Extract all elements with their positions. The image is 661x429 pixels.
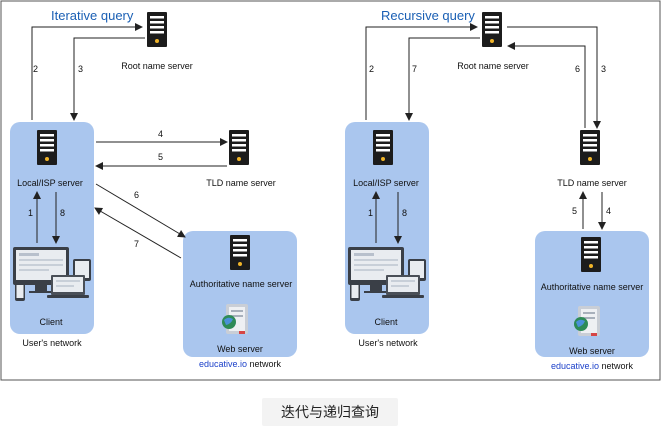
recursive-client-label: Client: [374, 317, 398, 327]
iterative-step-6: 6: [134, 190, 139, 200]
recursive-arrow-2: [365, 23, 478, 120]
iterative-network-label: educative.io network: [199, 359, 282, 369]
recursive-network-brand: educative.io: [551, 361, 599, 371]
iterative-title: Iterative query: [51, 8, 134, 23]
iterative-tld-label: TLD name server: [206, 178, 276, 188]
iterative-step-5: 5: [158, 152, 163, 162]
iterative-local-label: Local/ISP server: [17, 178, 83, 188]
iterative-network-suffix: network: [247, 359, 282, 369]
recursive-auth-server-icon: [581, 237, 601, 272]
iterative-auth-label: Authoritative name server: [190, 279, 293, 289]
iterative-network-brand: educative.io: [199, 359, 247, 369]
iterative-client-label: Client: [39, 317, 63, 327]
iterative-tld-server-icon: [229, 130, 249, 165]
iterative-step-4: 4: [158, 129, 163, 139]
iterative-panel: Iterative query Root name server Local/I…: [10, 8, 297, 369]
recursive-title: Recursive query: [381, 8, 475, 23]
iterative-step-1: 1: [28, 208, 33, 218]
recursive-network-suffix: network: [599, 361, 634, 371]
iterative-auth-network-box: [183, 231, 297, 357]
iterative-arrow-3: [70, 37, 145, 121]
recursive-auth-network-box: [535, 231, 649, 357]
recursive-web-label: Web server: [569, 346, 615, 356]
iterative-arrow-6: [95, 183, 186, 238]
recursive-arrow-3: [507, 26, 601, 129]
recursive-panel: Recursive query Root name server Local/I…: [345, 8, 649, 371]
recursive-auth-label: Authoritative name server: [541, 282, 644, 292]
recursive-arrow-6: [507, 42, 586, 128]
recursive-users-network-label: User's network: [358, 338, 418, 348]
recursive-step-4: 4: [606, 206, 611, 216]
recursive-step-6: 6: [575, 64, 580, 74]
iterative-web-label: Web server: [217, 344, 263, 354]
recursive-root-server-icon: [482, 12, 502, 47]
iterative-auth-server-icon: [230, 235, 250, 270]
recursive-network-label: educative.io network: [551, 361, 634, 371]
iterative-arrow-2: [31, 23, 143, 120]
iterative-root-label: Root name server: [121, 61, 193, 71]
recursive-tld-label: TLD name server: [557, 178, 627, 188]
iterative-root-server-icon: [147, 12, 167, 47]
recursive-step-7: 7: [412, 64, 417, 74]
recursive-step-2: 2: [369, 64, 374, 74]
iterative-local-server-icon: [37, 130, 57, 165]
recursive-tld-server-icon: [580, 130, 600, 165]
recursive-step-8: 8: [402, 208, 407, 218]
iterative-step-3: 3: [78, 64, 83, 74]
recursive-step-3: 3: [601, 64, 606, 74]
iterative-arrow-7: [94, 207, 182, 259]
recursive-arrow-7: [405, 37, 480, 121]
iterative-users-network-label: User's network: [22, 338, 82, 348]
recursive-root-label: Root name server: [457, 61, 529, 71]
figure-caption: 迭代与递归查询: [262, 398, 398, 426]
recursive-local-label: Local/ISP server: [353, 178, 419, 188]
recursive-local-server-icon: [373, 130, 393, 165]
iterative-step-2: 2: [33, 64, 38, 74]
recursive-step-5: 5: [572, 206, 577, 216]
iterative-step-8: 8: [60, 208, 65, 218]
recursive-step-1: 1: [368, 208, 373, 218]
iterative-step-7: 7: [134, 239, 139, 249]
diagram-frame: [0, 0, 661, 381]
